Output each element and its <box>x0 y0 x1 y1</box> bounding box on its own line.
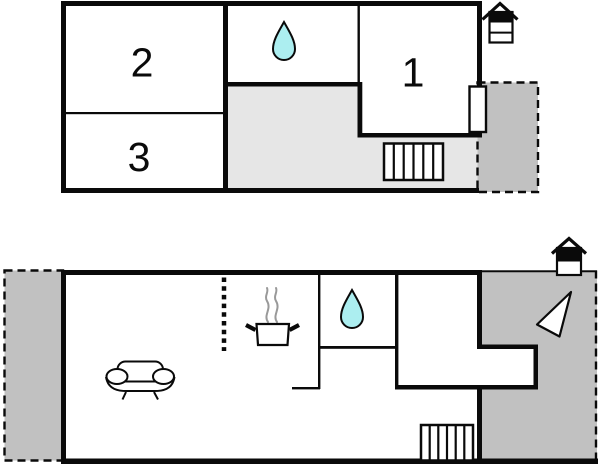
floor-level-indicator-icon <box>550 236 588 277</box>
wall-segment <box>477 344 538 349</box>
terrace-dashed <box>476 81 540 194</box>
wall-segment <box>477 385 482 463</box>
sofa-icon <box>105 360 176 400</box>
wall-segment <box>533 344 538 390</box>
active-floor-band <box>489 12 513 23</box>
wall-segment <box>66 112 223 115</box>
wall-segment <box>61 270 482 275</box>
water-drop-icon <box>339 287 365 329</box>
upper-floor-plan: 2 3 1 <box>61 1 540 194</box>
wall-segment <box>357 1 360 84</box>
house-roof <box>550 236 588 255</box>
entrance-nook <box>477 349 534 385</box>
wall-segment <box>477 270 482 349</box>
wall-segment <box>357 133 482 138</box>
wall-segment <box>318 275 321 348</box>
steam-icon <box>265 287 279 323</box>
wall-segment <box>395 385 538 390</box>
pot-handle-right <box>288 323 300 332</box>
house-roof <box>481 1 519 21</box>
pot-body <box>255 322 291 347</box>
pot-handle-left <box>245 323 257 332</box>
sofa-armrest <box>152 368 175 385</box>
stair-steps <box>428 425 466 461</box>
sofa-leg <box>121 391 127 400</box>
wall-segment <box>61 1 66 193</box>
water-drop-icon <box>271 19 297 61</box>
wall-segment <box>61 270 66 463</box>
window-icon <box>468 85 488 134</box>
wall-segment <box>357 82 363 137</box>
stairs-icon <box>419 423 475 462</box>
walls <box>61 1 482 193</box>
stairs-icon <box>382 142 445 182</box>
wall-segment <box>61 458 598 464</box>
wall-segment <box>477 1 482 137</box>
wall-segment <box>395 275 399 385</box>
wall-segment <box>318 348 321 389</box>
cooking-pot-icon <box>245 287 300 347</box>
room-2-label: 2 <box>131 40 154 86</box>
view-direction-arrow-icon <box>535 290 573 338</box>
wall-segment <box>318 346 398 349</box>
floor-level-indicator-icon <box>481 1 519 44</box>
sofa-armrest <box>105 368 129 385</box>
ground-floor-plan <box>3 236 598 464</box>
terrace-left-dashed <box>3 269 65 462</box>
active-floor-band <box>557 248 581 262</box>
wall-segment <box>61 1 482 6</box>
stair-steps <box>392 143 435 180</box>
wall-segment <box>223 1 228 193</box>
wall-segment <box>223 82 362 87</box>
sofa-seat <box>105 376 176 393</box>
room-1-label: 1 <box>402 50 425 96</box>
sofa-leg <box>153 391 159 400</box>
room-3-label: 3 <box>128 134 151 180</box>
walls <box>61 270 598 464</box>
wall-segment <box>292 387 320 390</box>
wall-segment <box>61 188 479 193</box>
